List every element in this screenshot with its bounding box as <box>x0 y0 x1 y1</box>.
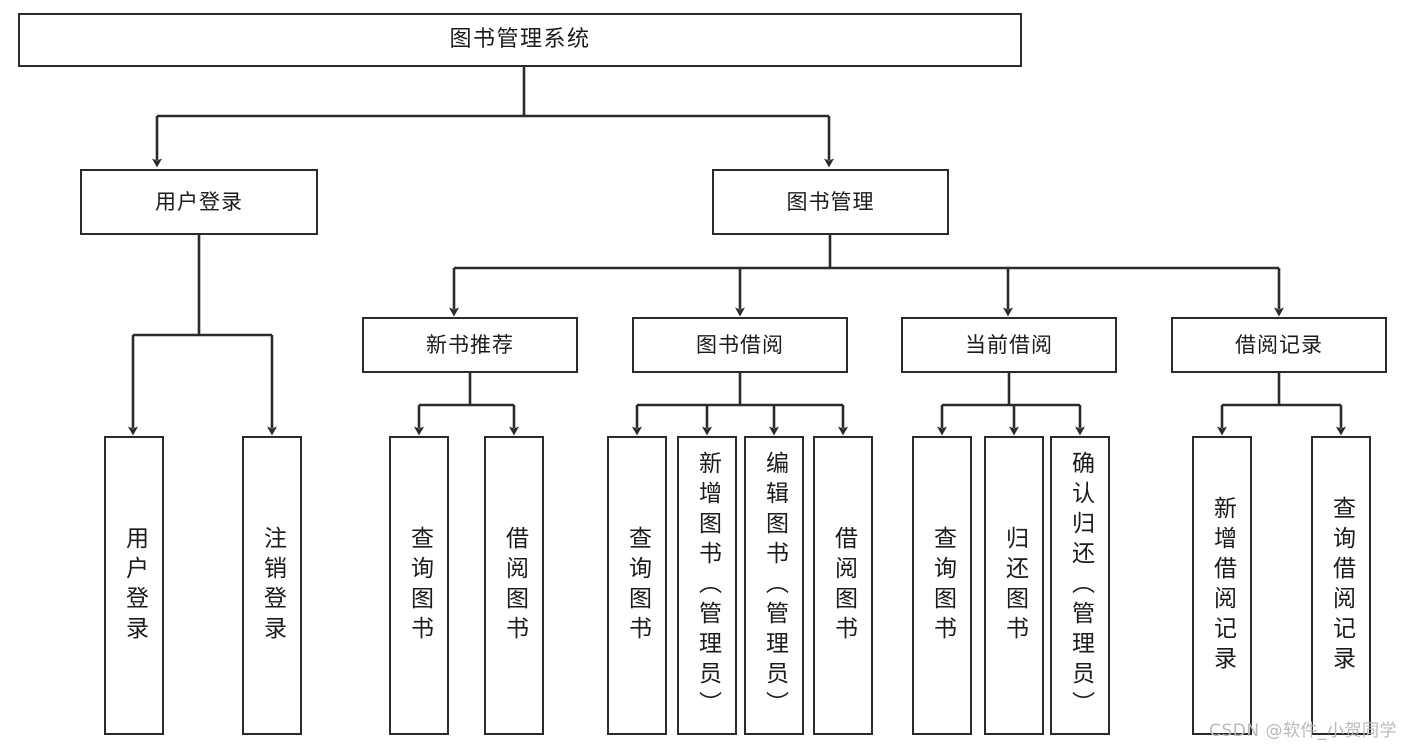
node-leaf-user-login[interactable]: 用户登录 <box>104 436 164 735</box>
node-leaf-borrow-books-label: 借阅图书 <box>830 525 857 646</box>
node-book-management[interactable]: 图书管理 <box>712 169 949 235</box>
node-leaf-query-borrow-record-label: 查询借阅记录 <box>1328 495 1355 676</box>
node-leaf-query-borrow-record[interactable]: 查询借阅记录 <box>1311 436 1371 735</box>
node-leaf-return-books-label: 归还图书 <box>1001 525 1028 646</box>
node-book-management-label: 图书管理 <box>786 189 875 214</box>
csdn-watermark: CSDN @软件_小贺同学 <box>1209 721 1397 741</box>
node-root-label: 图书管理系统 <box>449 27 591 53</box>
node-leaf-add-borrow-record[interactable]: 新增借阅记录 <box>1192 436 1252 735</box>
node-leaf-query-books-current[interactable]: 查询图书 <box>912 436 972 735</box>
node-current-borrowing[interactable]: 当前借阅 <box>901 317 1117 373</box>
node-leaf-query-books-rec-label: 查询图书 <box>406 525 433 646</box>
node-leaf-return-books[interactable]: 归还图书 <box>984 436 1044 735</box>
node-leaf-user-login-label: 用户登录 <box>121 525 148 646</box>
node-leaf-query-books-current-label: 查询图书 <box>929 525 956 646</box>
node-user-login-label: 用户登录 <box>155 189 243 214</box>
node-borrowing-records[interactable]: 借阅记录 <box>1171 317 1387 373</box>
node-current-borrowing-label: 当前借阅 <box>965 332 1053 357</box>
node-leaf-add-book-admin[interactable]: 新增图书（管理员） <box>677 436 737 735</box>
node-leaf-borrow-books-rec[interactable]: 借阅图书 <box>484 436 544 735</box>
node-new-book-recommendation-label: 新书推荐 <box>426 332 514 357</box>
node-borrowing-records-label: 借阅记录 <box>1235 332 1323 357</box>
node-leaf-query-books-rec[interactable]: 查询图书 <box>389 436 449 735</box>
node-leaf-edit-book-admin-label: 编辑图书（管理员） <box>761 450 788 721</box>
node-leaf-add-book-admin-label: 新增图书（管理员） <box>694 450 721 721</box>
node-user-login[interactable]: 用户登录 <box>80 169 318 235</box>
node-leaf-confirm-return-admin[interactable]: 确认归还（管理员） <box>1050 436 1110 735</box>
node-book-borrowing-label: 图书借阅 <box>696 332 784 357</box>
node-new-book-recommendation[interactable]: 新书推荐 <box>362 317 578 373</box>
node-leaf-edit-book-admin[interactable]: 编辑图书（管理员） <box>744 436 804 735</box>
node-leaf-add-borrow-record-label: 新增借阅记录 <box>1209 495 1236 676</box>
node-leaf-logout-label: 注销登录 <box>259 525 286 646</box>
node-leaf-borrow-books[interactable]: 借阅图书 <box>813 436 873 735</box>
node-leaf-query-books-borrow-label: 查询图书 <box>624 525 651 646</box>
node-leaf-query-books-borrow[interactable]: 查询图书 <box>607 436 667 735</box>
node-book-borrowing[interactable]: 图书借阅 <box>632 317 848 373</box>
node-leaf-borrow-books-rec-label: 借阅图书 <box>501 525 528 646</box>
node-root[interactable]: 图书管理系统 <box>18 13 1022 67</box>
node-leaf-confirm-return-admin-label: 确认归还（管理员） <box>1067 450 1094 721</box>
node-leaf-logout[interactable]: 注销登录 <box>242 436 302 735</box>
